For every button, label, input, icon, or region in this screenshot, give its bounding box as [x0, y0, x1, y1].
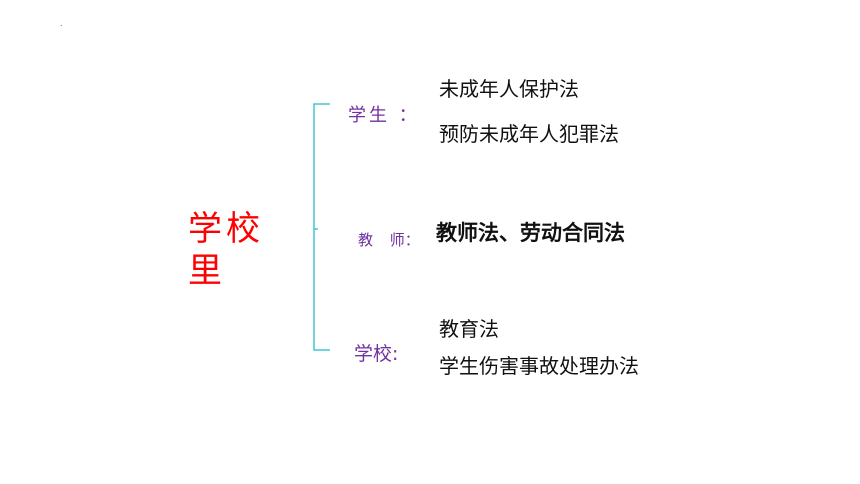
law-juvenile-delinquency-prevention: 预防未成年人犯罪法	[439, 122, 619, 146]
law-education: 教育法	[439, 317, 499, 341]
law-student-injury-handling: 学生伤害事故处理办法	[439, 354, 639, 378]
decorative-dot: .	[60, 19, 63, 28]
law-minor-protection: 未成年人保护法	[439, 77, 579, 101]
root-title: 学校里	[188, 209, 264, 291]
branch-label-students: 学生 ：	[348, 105, 420, 126]
law-teachers-labor-contract: 教师法、劳动合同法	[436, 221, 625, 245]
bracket-line	[313, 103, 330, 351]
branch-label-school: 学校:	[354, 343, 399, 365]
branch-label-teachers: 教 师：	[358, 231, 420, 249]
